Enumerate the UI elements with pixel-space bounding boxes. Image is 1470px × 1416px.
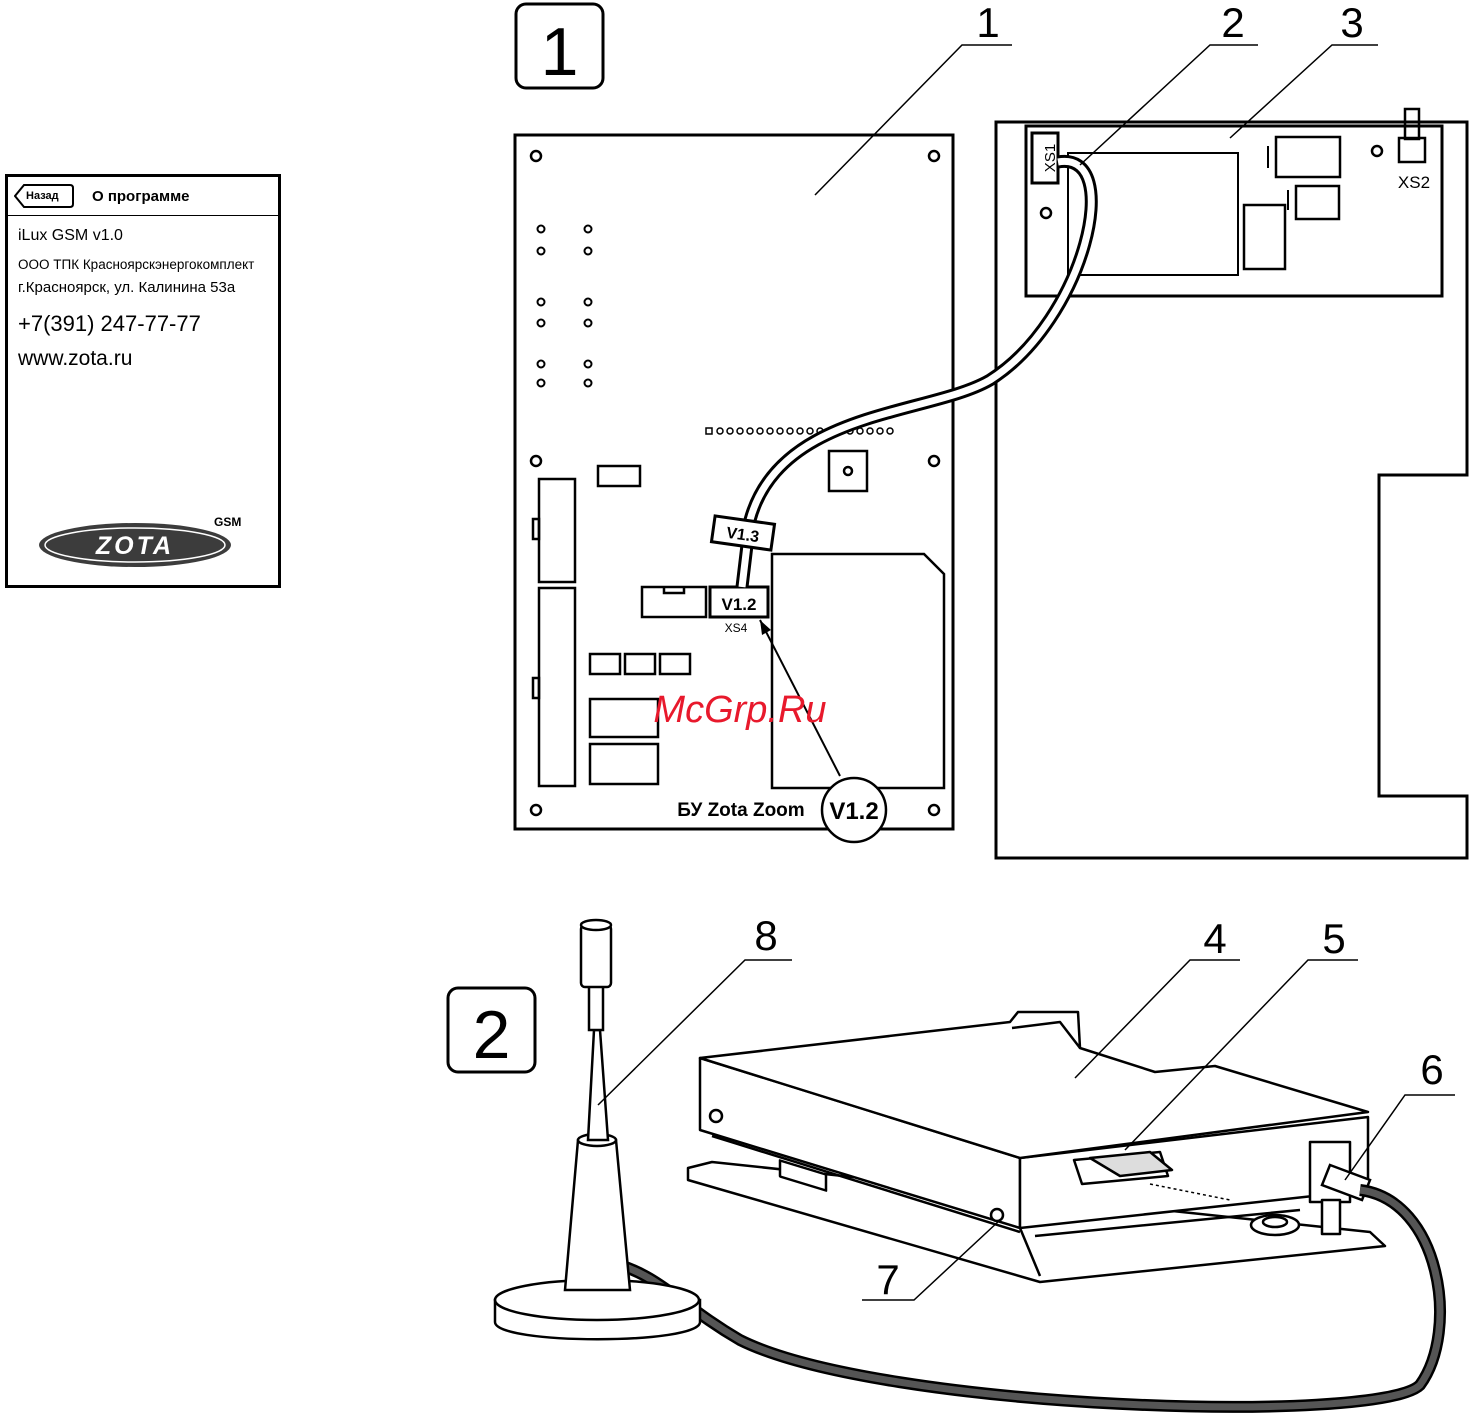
callout-8: 8 bbox=[754, 912, 777, 959]
callout-7: 7 bbox=[876, 1256, 899, 1303]
figure-2-marker: 2 bbox=[448, 988, 535, 1073]
watermark: McGrp.Ru bbox=[653, 689, 826, 731]
callout-2: 2 bbox=[1221, 0, 1244, 46]
callout-4: 4 bbox=[1203, 915, 1226, 962]
gsm-module-enclosure bbox=[996, 109, 1467, 858]
figure-1-marker: 1 bbox=[516, 4, 603, 90]
connector-xs4-label: XS4 bbox=[725, 621, 748, 635]
magnetic-antenna bbox=[495, 920, 700, 1339]
callout-6: 6 bbox=[1420, 1046, 1443, 1093]
svg-text:1: 1 bbox=[541, 14, 579, 90]
connector-xs1-label: XS1 bbox=[1042, 144, 1059, 172]
svg-text:2: 2 bbox=[473, 997, 511, 1073]
gsm-modem-box bbox=[688, 1012, 1385, 1282]
connector-v12-label: V1.2 bbox=[722, 595, 757, 614]
board-name-label: БУ Zota Zoom bbox=[677, 800, 804, 821]
callout-5: 5 bbox=[1322, 915, 1345, 962]
callout-3: 3 bbox=[1340, 0, 1363, 46]
svg-text:V1.2: V1.2 bbox=[829, 798, 878, 825]
callout-1: 1 bbox=[976, 0, 999, 46]
connector-xs2-label: XS2 bbox=[1398, 173, 1430, 192]
